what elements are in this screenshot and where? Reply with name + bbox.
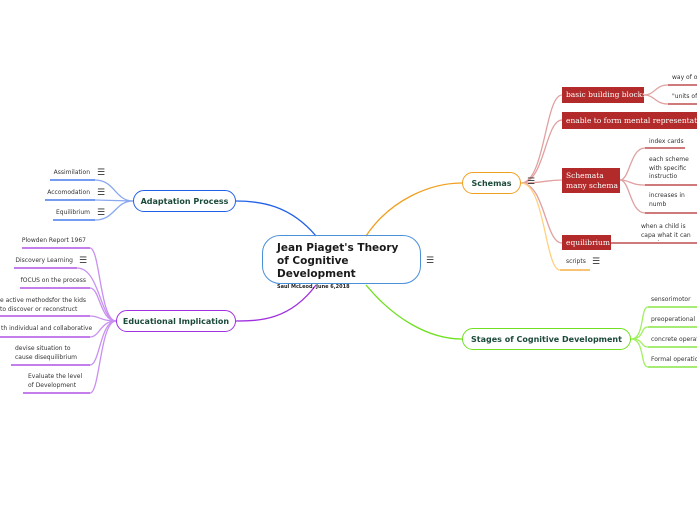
leaf-active-methods[interactable]: e active methodsfor the kids to discover… — [0, 297, 88, 314]
leaf-child-capable[interactable]: when a child is capa what it can perceiv… — [641, 223, 691, 241]
schemata-line2: many schema — [566, 180, 618, 190]
menu-icon[interactable]: ☰ — [79, 256, 88, 266]
leaf-active-methods-text: e active methodsfor the kids to discover… — [0, 297, 87, 313]
topic-schemas[interactable]: Schemas — [462, 172, 521, 194]
leaf-sensorimotor[interactable]: sensorimotor — [651, 296, 691, 303]
menu-icon[interactable]: ☰ — [592, 257, 601, 267]
central-subtitle: Saul McLeod, June 6,2018 — [277, 284, 350, 290]
leaf-assimilation[interactable]: Assimilation — [53, 169, 90, 176]
menu-icon[interactable]: ☰ — [527, 177, 536, 187]
leaf-plowden-report[interactable]: Plowden Report 1967 — [21, 237, 86, 244]
menu-icon[interactable]: ☰ — [426, 256, 435, 266]
leaf-formal-operational[interactable]: Formal operation — [651, 356, 697, 363]
leaf-units-of[interactable]: "units of — [672, 93, 697, 100]
leaf-index-cards[interactable]: index cards — [649, 138, 684, 145]
central-topic[interactable]: Jean Piaget's Theory of Cognitive Develo… — [262, 235, 421, 290]
leaf-equilibrium[interactable]: Equilibrium — [56, 209, 90, 216]
menu-icon[interactable]: ☰ — [97, 168, 106, 178]
node-equilibrium[interactable]: equilibrium — [562, 235, 611, 250]
leaf-devise-situation[interactable]: devise situation to cause disequilibrium — [15, 345, 77, 361]
leaf-preoperational[interactable]: preoperational s — [651, 316, 697, 323]
leaf-concrete-operational[interactable]: concrete operat — [651, 336, 697, 343]
central-title-line2: of Cognitive Development — [277, 255, 356, 280]
leaf-discovery-learning[interactable]: Discovery Learning — [15, 257, 73, 264]
topic-stages[interactable]: Stages of Cognitive Development — [462, 328, 631, 350]
menu-icon[interactable]: ☰ — [97, 188, 106, 198]
node-basic-building-blocks[interactable]: basic building blocks — [562, 87, 644, 103]
leaf-way-of[interactable]: way of o — [672, 74, 697, 81]
node-schemata[interactable]: Schemata many schema — [562, 168, 620, 193]
leaf-focus-process[interactable]: fOCUS on the process — [20, 277, 86, 284]
schemata-line1: Schemata — [566, 170, 604, 180]
leaf-each-scheme[interactable]: each scheme with specific instructio inc… — [649, 156, 689, 182]
leaf-evaluate-level[interactable]: Evaluate the level of Development — [28, 373, 83, 389]
menu-icon[interactable]: ☰ — [97, 208, 106, 218]
leaf-scripts[interactable]: scripts — [566, 258, 586, 265]
leaf-accomodation[interactable]: Accomodation — [47, 189, 90, 196]
topic-adaptation-process[interactable]: Adaptation Process — [133, 190, 236, 212]
node-mental-representation[interactable]: enable to form mental representation — [562, 112, 697, 129]
leaf-individual-collaborative[interactable]: th individual and collaborative — [1, 325, 93, 332]
topic-educational-implication[interactable]: Educational Implication — [116, 310, 236, 332]
leaf-increases[interactable]: increases in numb processes — [649, 192, 685, 210]
central-title-line1: Jean Piaget's Theory — [277, 242, 399, 254]
